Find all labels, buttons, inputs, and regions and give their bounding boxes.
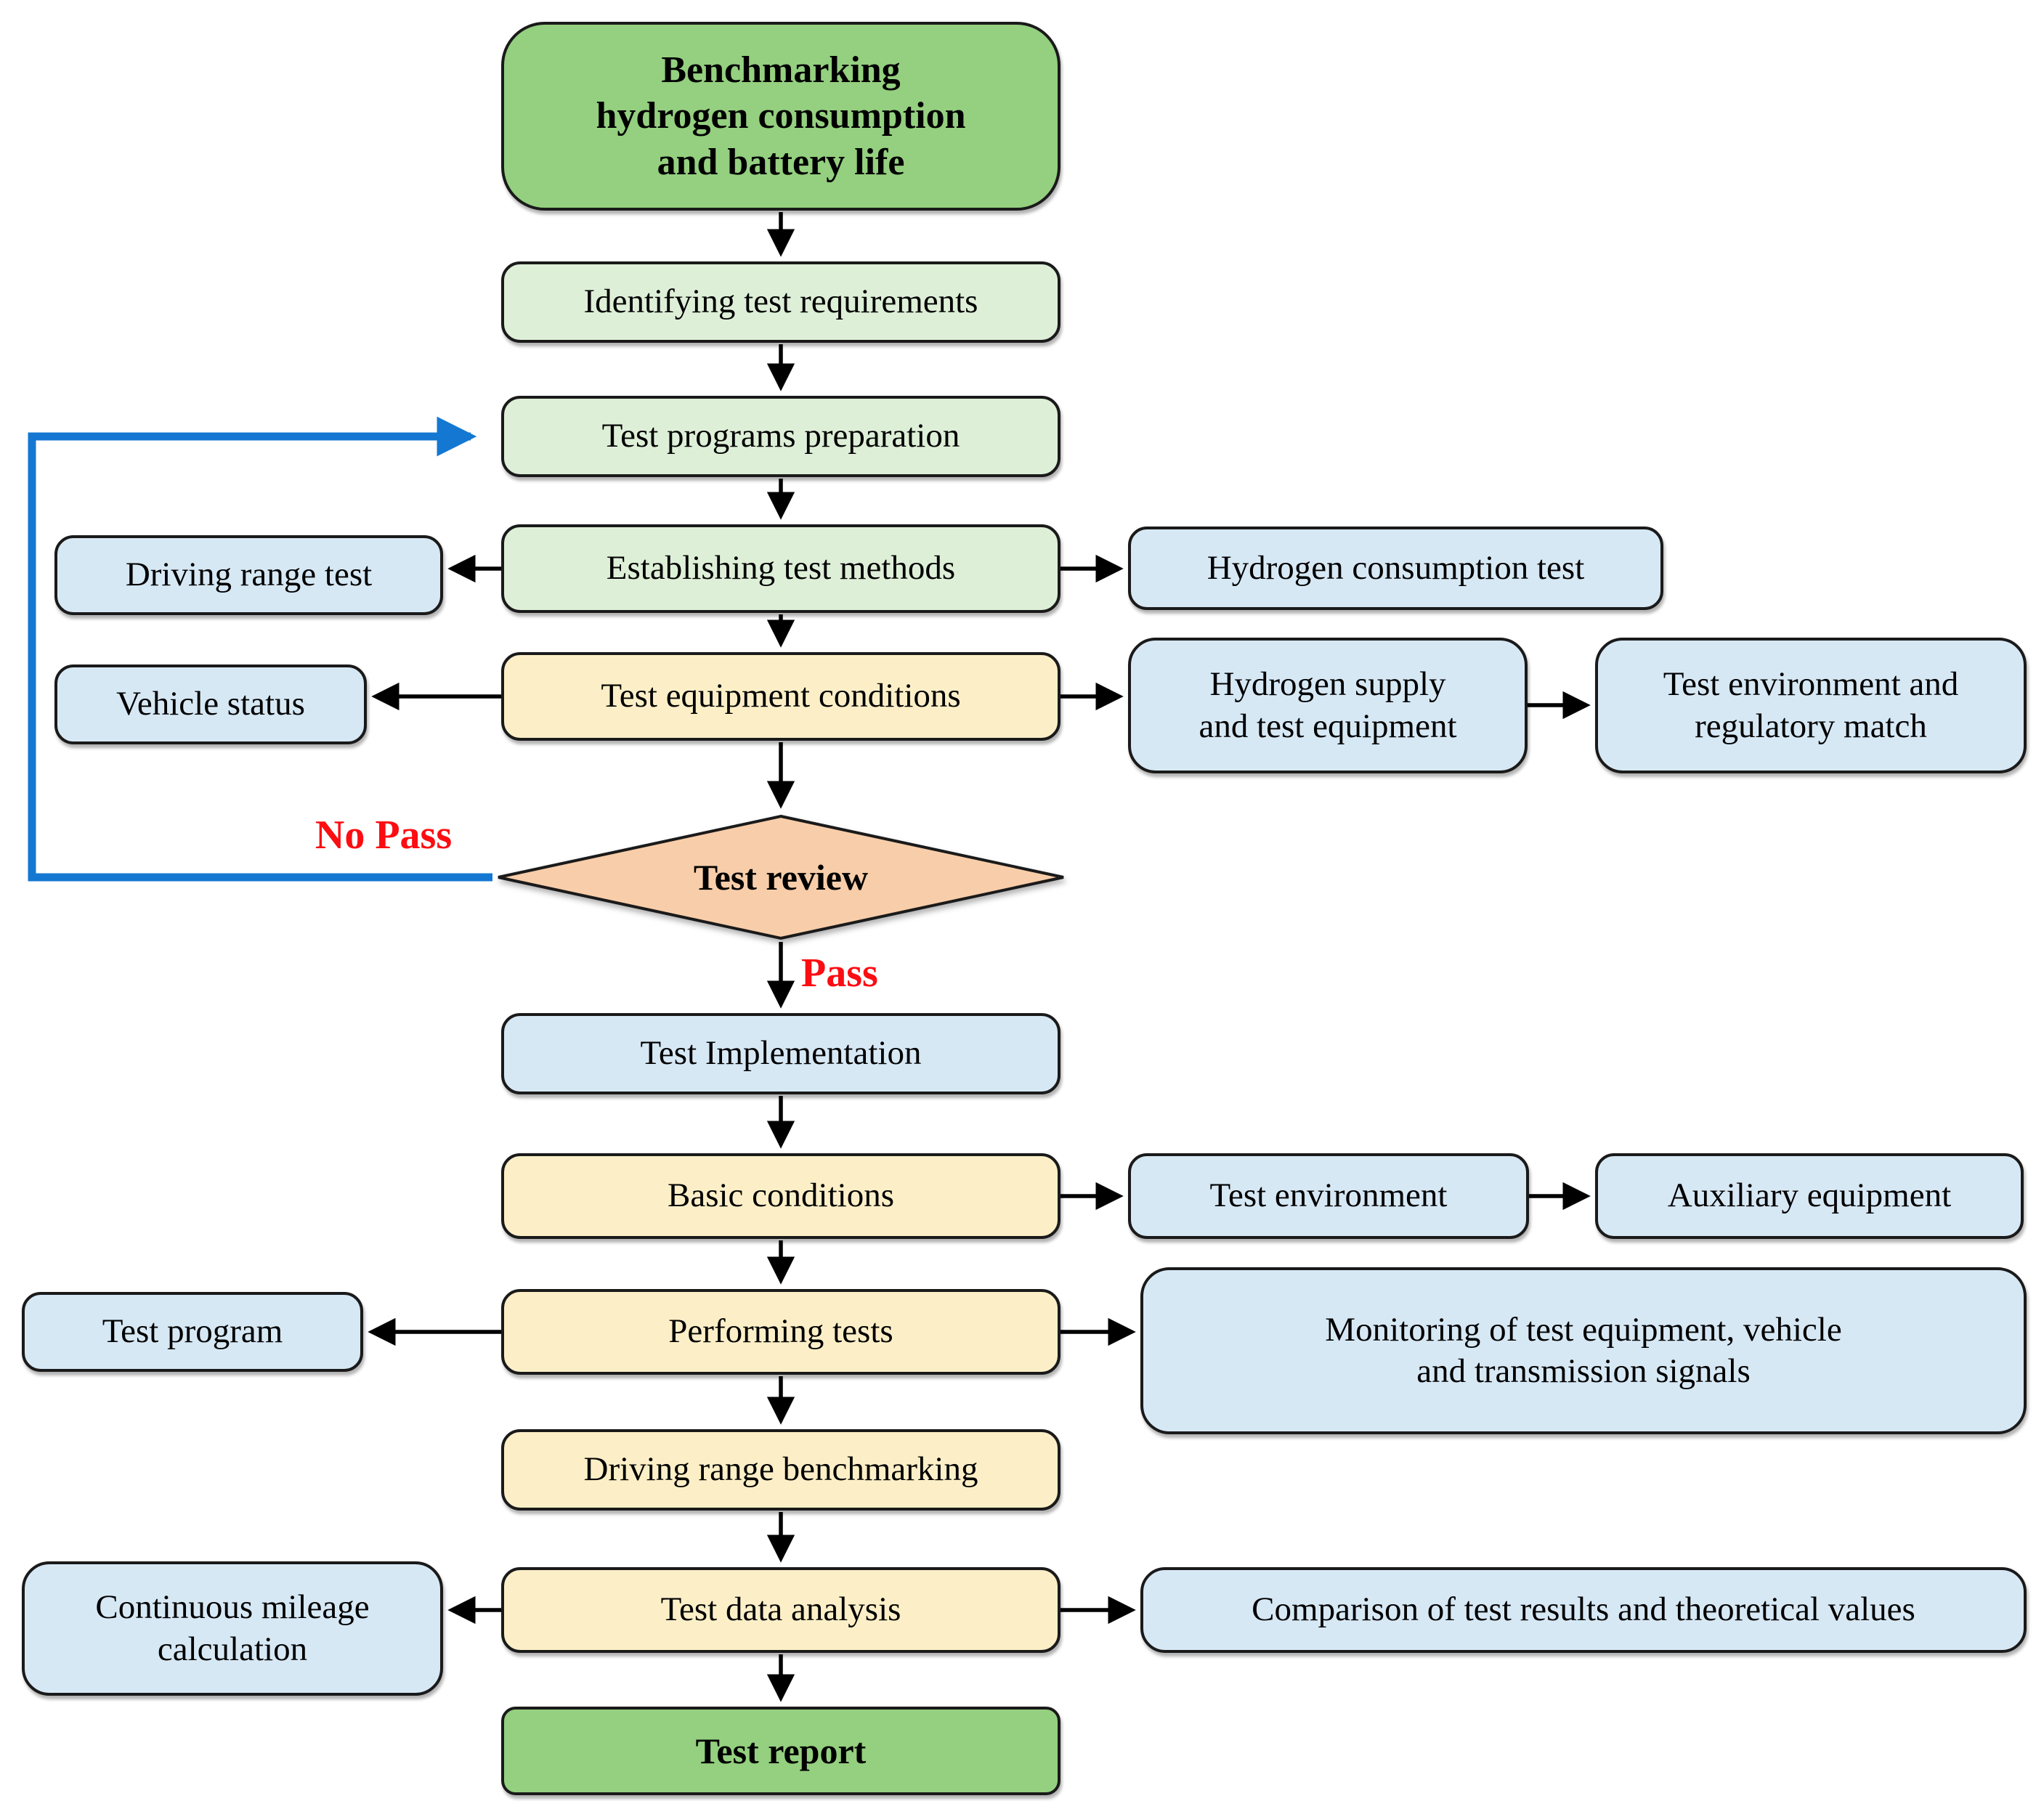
- pass-label: Pass: [801, 951, 878, 996]
- node-test-review: Test review: [494, 813, 1068, 941]
- node-continuous-mileage-calculation: Continuous mileage calculation: [22, 1561, 443, 1696]
- node-basic-conditions: Basic conditions: [501, 1153, 1060, 1239]
- node-identifying-test-requirements: Identifying test requirements: [501, 261, 1060, 343]
- node-establishing-test-methods: Establishing test methods: [501, 524, 1060, 613]
- node-benchmarking: Benchmarking hydrogen consumption and ba…: [501, 22, 1060, 211]
- node-hydrogen-consumption-test: Hydrogen consumption test: [1128, 527, 1663, 610]
- node-auxiliary-equipment: Auxiliary equipment: [1595, 1153, 2024, 1239]
- node-test-program: Test program: [22, 1292, 363, 1372]
- diamond-shape: [498, 814, 1064, 940]
- test-review-label: Test review: [693, 857, 869, 898]
- node-performing-tests: Performing tests: [501, 1289, 1060, 1375]
- node-hydrogen-supply-and-test-equipment: Hydrogen supply and test equipment: [1128, 638, 1528, 773]
- no-pass-label: No Pass: [315, 813, 453, 858]
- node-monitoring-signals: Monitoring of test equipment, vehicle an…: [1140, 1267, 2027, 1434]
- node-driving-range-benchmarking: Driving range benchmarking: [501, 1429, 1060, 1511]
- no-pass-feedback-arrow: [28, 416, 492, 882]
- node-test-data-analysis: Test data analysis: [501, 1567, 1060, 1653]
- node-test-environment-and-regulatory-match: Test environment and regulatory match: [1595, 638, 2027, 773]
- node-test-implementation: Test Implementation: [501, 1013, 1060, 1094]
- node-vehicle-status: Vehicle status: [54, 664, 367, 744]
- branch-arrows: [368, 554, 1591, 1625]
- node-test-report: Test report: [501, 1707, 1060, 1795]
- node-test-equipment-conditions: Test equipment conditions: [501, 652, 1060, 741]
- node-test-programs-preparation: Test programs preparation: [501, 396, 1060, 477]
- node-test-environment: Test environment: [1128, 1153, 1529, 1239]
- node-comparison-results-theoretical: Comparison of test results and theoretic…: [1140, 1567, 2027, 1653]
- node-driving-range-test: Driving range test: [54, 535, 443, 615]
